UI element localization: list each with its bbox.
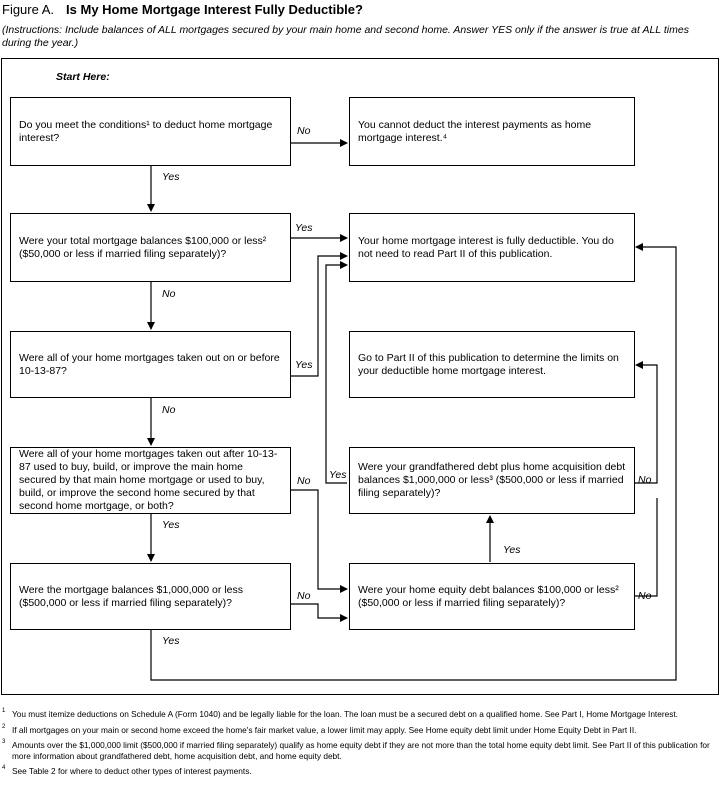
footnote-1: 1 You must itemize deductions on Schedule…	[2, 708, 716, 720]
footnote-4: 4 See Table 2 for where to deduct other t…	[2, 765, 716, 777]
arrow-q4-no	[291, 489, 348, 593]
footnote-text: If all mortgages on your main or second …	[12, 724, 637, 735]
start-label: Start Here:	[56, 71, 110, 83]
footnote-number: 1	[2, 708, 6, 714]
result-go-to-part-2-text: Go to Part II of this publication to det…	[358, 351, 619, 377]
question-after-date-use-text: Were all of your home mortgages taken ou…	[19, 448, 278, 512]
question-mortgage-balances: Were the mortgage balances $1,000,000 or…	[10, 563, 291, 630]
figure-title: Is My Home Mortgage Interest Fully Deduc…	[66, 2, 363, 17]
footnote-2: 2 If all mortgages on your main or second…	[2, 723, 716, 736]
question-before-date: Were all of your home mortgages taken ou…	[10, 331, 291, 398]
result-go-to-part-2: Go to Part II of this publication to det…	[349, 331, 635, 398]
label-q3-yes: Yes	[295, 359, 313, 371]
question-equity-debt-text: Were your home equity debt balances $100…	[358, 583, 619, 609]
label-grandfathered-yes: Yes	[329, 469, 347, 481]
footnote-3: 3 Amounts over the $1,000,000 limit ($500…	[2, 739, 716, 761]
result-not-deductible: You cannot deduct the interest payments …	[349, 97, 635, 166]
figure-label: Figure A. Is My Home Mortgage Interest Fu…	[2, 2, 363, 17]
result-fully-deductible: Your home mortgage interest is fully ded…	[349, 213, 635, 282]
footnotes: 1 You must itemize deductions on Schedule…	[2, 708, 716, 782]
flowchart-frame	[1, 58, 719, 695]
question-conditions: Do you meet the conditions¹ to deduct ho…	[10, 97, 291, 166]
label-q3-no: No	[162, 404, 176, 416]
arrow-q5-no	[291, 603, 348, 622]
arrow-grandfathered-no	[635, 361, 658, 484]
label-q1-no: No	[297, 125, 311, 137]
question-total-balances: Were your total mortgage balances $100,0…	[10, 213, 291, 282]
question-mortgage-balances-text: Were the mortgage balances $1,000,000 or…	[19, 583, 243, 609]
label-q4-no: No	[297, 475, 311, 487]
footnote-number: 2	[2, 723, 6, 730]
question-equity-debt: Were your home equity debt balances $100…	[349, 563, 635, 630]
label-equity-yes: Yes	[503, 544, 521, 556]
result-not-deductible-text: You cannot deduct the interest payments …	[358, 118, 592, 144]
label-q5-yes: Yes	[162, 635, 180, 647]
question-grandfathered-debt: Were your grandfathered debt plus home a…	[349, 447, 635, 514]
result-fully-deductible-text: Your home mortgage interest is fully ded…	[358, 234, 614, 260]
label-q4-yes: Yes	[162, 519, 180, 531]
label-grandfathered-no: No	[638, 474, 652, 486]
instructions: (Instructions: Include balances of ALL m…	[2, 24, 689, 49]
arrow-q5-yes-to-full	[150, 243, 677, 681]
arrow-grandfathered-yes	[325, 261, 348, 484]
footnote-number: 4	[2, 765, 6, 772]
arrow-equity-no	[635, 498, 658, 597]
question-total-balances-text: Were your total mortgage balances $100,0…	[19, 234, 267, 260]
label-q5-no: No	[297, 590, 311, 602]
question-before-date-text: Were all of your home mortgages taken ou…	[19, 351, 280, 377]
figure-number: Figure A.	[2, 2, 55, 17]
label-q2-no: No	[162, 288, 176, 300]
question-after-date-use: Were all of your home mortgages taken ou…	[10, 447, 291, 514]
footnote-text: Amounts over the $1,000,000 limit ($500,…	[12, 740, 710, 761]
footnote-number: 3	[2, 739, 6, 746]
question-grandfathered-debt-text: Were your grandfathered debt plus home a…	[358, 461, 626, 499]
label-q2-yes: Yes	[295, 222, 313, 234]
arrow-q3-yes	[291, 252, 348, 377]
footnote-text: You must itemize deductions on Schedule …	[12, 709, 678, 719]
footnote-text: See Table 2 for where to deduct other ty…	[12, 766, 252, 777]
question-conditions-text: Do you meet the conditions¹ to deduct ho…	[19, 118, 273, 144]
label-equity-no: No	[638, 590, 652, 602]
label-q1-yes: Yes	[162, 171, 180, 183]
